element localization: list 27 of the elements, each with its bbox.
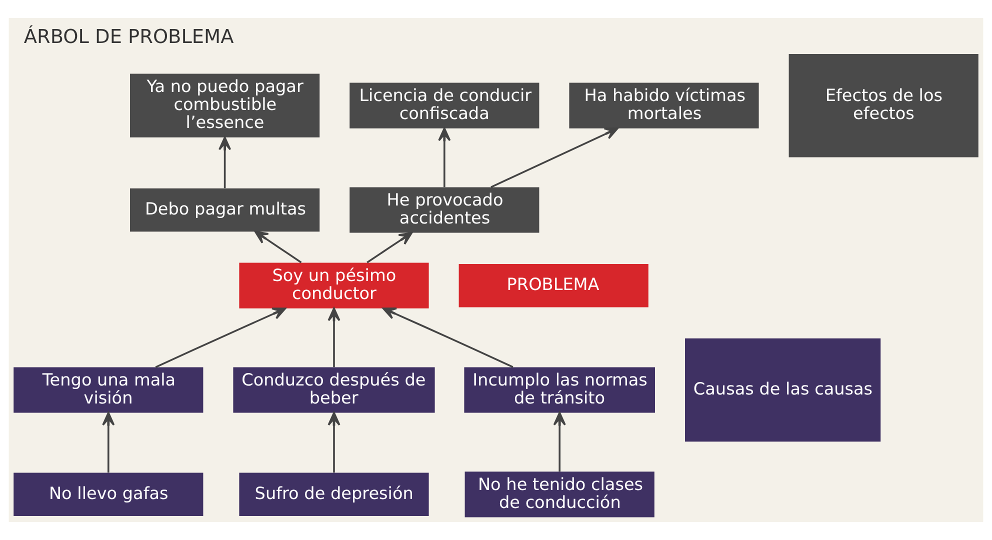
arrow [328,308,340,368]
arrow [490,128,618,188]
arrow [438,128,451,188]
arrow [102,412,115,473]
node-box: Tengo una mala visión [14,367,204,413]
arrow [155,308,286,368]
arrow [366,232,413,264]
node-box: No he tenido clases de conducción [464,472,654,518]
arrow [382,308,514,368]
node-box: He provocado accidentes [350,187,540,233]
node-box: Soy un pésimo conductor [239,262,429,308]
arrow [553,412,566,472]
node-box: Incumplo las normas de tránsito [464,367,655,413]
node-box: Sufro de depresión [239,472,429,516]
node-box: PROBLEMA [458,264,648,308]
arrow [328,412,340,473]
node-box: Conduzco después de beber [233,367,435,413]
node-box: Licencia de conducir confiscada [350,82,540,128]
node-box: Ya no puedo pagar combustible l’essence [130,74,320,138]
node-box: Efectos de los efectos [788,54,978,158]
node-box: Debo pagar multas [130,188,320,232]
node-box: No llevo gafas [14,472,204,516]
node-box: Causas de las causas [685,338,881,442]
arrow [254,230,302,264]
diagram-title: ÁRBOL DE PROBLEMA [24,24,234,48]
node-box: Ha habido víctimas mortales [569,82,759,128]
arrow [218,136,232,188]
